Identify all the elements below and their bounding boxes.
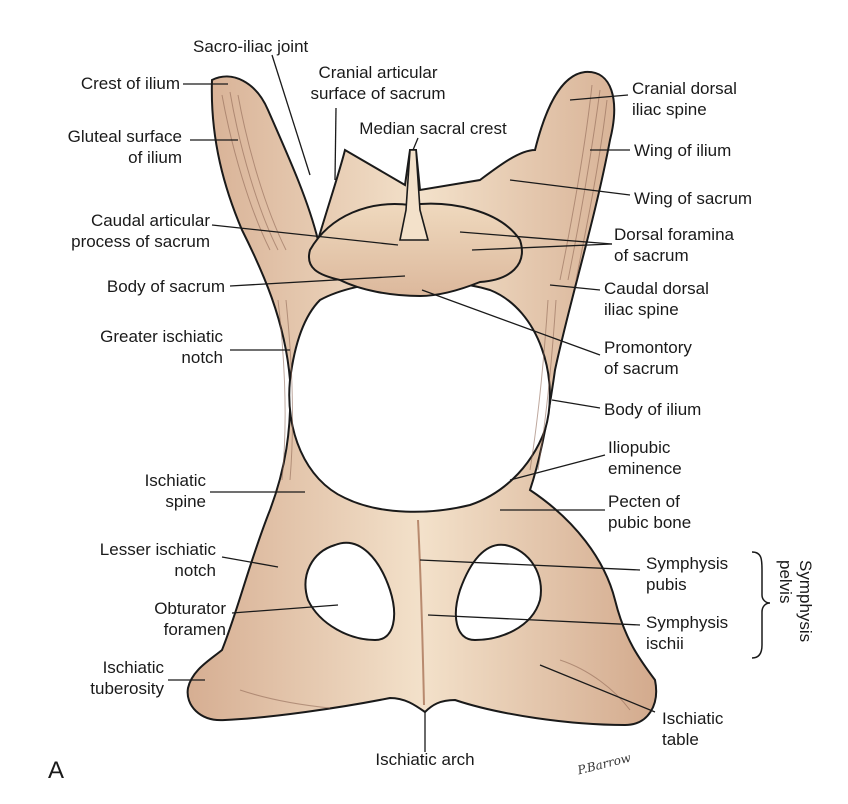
label-pecten-of-pubic-bone: Pecten of pubic bone [608, 492, 692, 532]
label-body-of-sacrum: Body of sacrum [106, 277, 225, 296]
label-gluteal-surface: Gluteal surface of ilium [67, 127, 182, 167]
label-wing-of-ilium: Wing of ilium [634, 141, 732, 160]
label-iliopubic-eminence: Iliopubic eminence [608, 438, 682, 478]
label-lesser-ischiatic-notch: Lesser ischiatic notch [99, 540, 216, 580]
label-caudal-dorsal-iliac-spine: Caudal dorsal iliac spine [604, 279, 709, 319]
symphysis-line [417, 519, 425, 706]
label-ischiatic-spine: Ischiatic spine [144, 471, 206, 511]
label-promontory: Promontory of sacrum [604, 338, 692, 378]
label-greater-ischiatic-notch: Greater ischiatic notch [100, 327, 223, 367]
obturator-foramen-right [454, 543, 542, 642]
label-cranial-dorsal-iliac-spine: Cranial dorsal iliac spine [632, 79, 737, 119]
label-crest-of-ilium: Crest of ilium [80, 74, 180, 93]
label-symphysis-pubis: Symphysis pubis [646, 554, 729, 594]
label-cranial-articular-surface: Cranial articular surface of sacrum [310, 63, 446, 103]
label-ischiatic-arch: Ischiatic arch [375, 750, 475, 769]
label-symphysis-ischii: Symphysis ischii [646, 613, 729, 653]
label-caudal-articular-process: Caudal articular process of sacrum [71, 211, 210, 251]
panel-letter: A [48, 757, 65, 784]
label-wing-of-sacrum: Wing of sacrum [634, 189, 753, 208]
label-body-of-ilium: Body of ilium [604, 400, 702, 419]
label-ischiatic-table: Ischiatic table [662, 709, 724, 749]
sacrum [307, 202, 523, 298]
label-ischiatic-tuberosity: Ischiatic tuberosity [90, 658, 164, 698]
symphysis-bracket [751, 551, 771, 659]
label-dorsal-foramina: Dorsal foramina of sacrum [614, 225, 734, 265]
label-sacroiliac-joint: Sacro-iliac joint [193, 37, 309, 56]
leader-lines [168, 54, 656, 752]
median-sacral-crest [399, 149, 430, 241]
pelvic-inlet [288, 279, 551, 513]
label-symphysis-pelvis: Symphysis pelvis [776, 560, 815, 643]
obturator-foramen-left [304, 541, 396, 642]
label-obturator-foramen: Obturator foramen [154, 599, 226, 639]
label-median-sacral-crest: Median sacral crest [359, 119, 507, 138]
